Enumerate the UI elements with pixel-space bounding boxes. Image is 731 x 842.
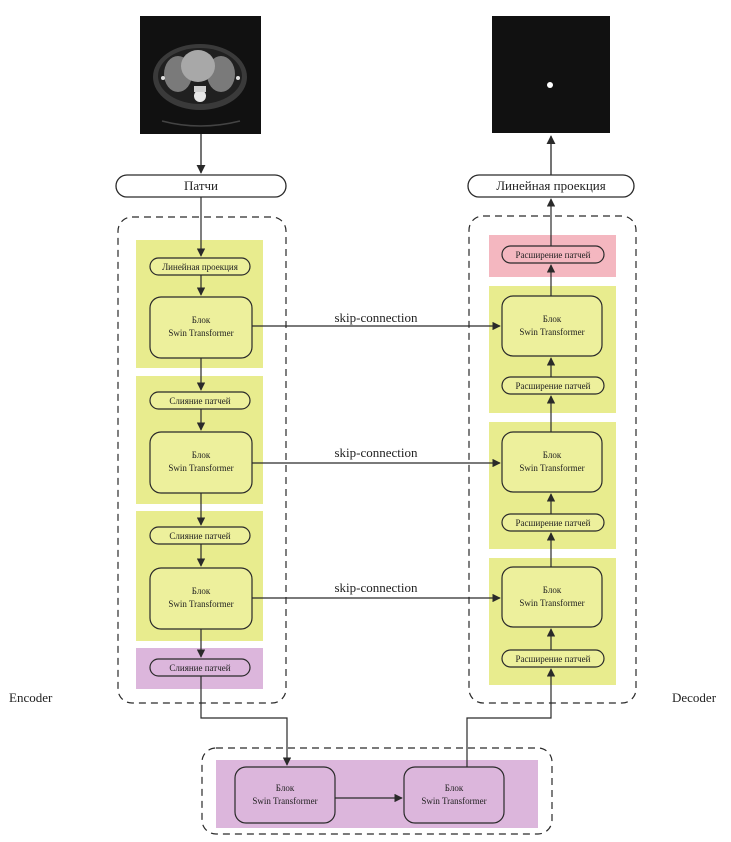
encoder-label: Encoder	[9, 690, 53, 705]
bottleneck-swin-block-2: Блок Swin Transformer	[403, 766, 505, 824]
encoder-merge-2-label: Слияние патчей	[169, 531, 230, 541]
decoder-expand-pill-2: Расширение патчей	[501, 513, 605, 532]
encoder-block-3-title: Блок	[192, 586, 211, 596]
bottleneck-swin-block-1: Блок Swin Transformer	[234, 766, 336, 824]
encoder-swin-block-1: Блок Swin Transformer	[149, 296, 253, 359]
decoder-expand-pill-1: Расширение патчей	[501, 376, 605, 395]
patches-label: Патчи	[184, 178, 218, 193]
encoder-linear-projection-pill: Линейная проекция	[149, 257, 251, 276]
encoder-block-1-subtitle: Swin Transformer	[168, 328, 233, 338]
encoder-merge-1-label: Слияние патчей	[169, 396, 230, 406]
decoder-block-2-subtitle: Swin Transformer	[519, 463, 584, 473]
patches-pill: Патчи	[115, 174, 287, 198]
encoder-block-2-title: Блок	[192, 450, 211, 460]
decoder-expand-3-label: Расширение патчей	[516, 654, 591, 664]
decoder-swin-block-2: Блок Swin Transformer	[501, 431, 603, 493]
skip-connection-arrows[interactable]	[252, 321, 501, 603]
decoder-container	[468, 215, 637, 704]
encoder-block-2-subtitle: Swin Transformer	[168, 463, 233, 473]
decoder-expand-top-label: Расширение патчей	[516, 250, 591, 260]
encoder-container	[117, 216, 287, 704]
input-ct-image	[140, 16, 261, 134]
decoder-label: Decoder	[672, 690, 717, 705]
bottleneck-block-1-title: Блок	[276, 783, 295, 793]
decoder-block-1-title: Блок	[543, 314, 562, 324]
bottleneck-block-2-title: Блок	[445, 783, 464, 793]
skip-connection-label-2: skip-connection	[334, 445, 418, 460]
bottleneck-container	[201, 747, 553, 835]
skip-connection-label-1: skip-connection	[334, 310, 418, 325]
decoder-expand-2-label: Расширение патчей	[516, 518, 591, 528]
bottleneck-block-1-subtitle: Swin Transformer	[252, 796, 317, 806]
top-linear-projection-pill: Линейная проекция	[467, 174, 635, 198]
encoder-block-3-subtitle: Swin Transformer	[168, 599, 233, 609]
encoder-merge-pill-2: Слияние патчей	[149, 526, 251, 545]
decoder-expand-pill-3: Расширение патчей	[501, 649, 605, 668]
decoder-block-1-subtitle: Swin Transformer	[519, 327, 584, 337]
encoder-swin-block-3: Блок Swin Transformer	[149, 567, 253, 630]
encoder-linear-projection-label: Линейная проекция	[162, 262, 238, 272]
decoder-block-3-title: Блок	[543, 585, 562, 595]
decoder-swin-block-1: Блок Swin Transformer	[501, 295, 603, 357]
skip-connection-label-3: skip-connection	[334, 580, 418, 595]
bottleneck-arrows	[200, 668, 556, 803]
encoder-swin-block-2: Блок Swin Transformer	[149, 431, 253, 494]
encoder-merge-3-label: Слияние патчей	[169, 663, 230, 673]
encoder-merge-pill-3: Слияние патчей	[149, 658, 251, 677]
decoder-expand-1-label: Расширение патчей	[516, 381, 591, 391]
encoder-block-1-title: Блок	[192, 315, 211, 325]
output-mask-image	[492, 16, 610, 133]
encoder-merge-pill-1: Слияние патчей	[149, 391, 251, 410]
top-linear-projection-label: Линейная проекция	[496, 178, 606, 193]
decoder-swin-block-3: Блок Swin Transformer	[501, 566, 603, 628]
bottleneck-block-2-subtitle: Swin Transformer	[421, 796, 486, 806]
decoder-expand-pill-top: Расширение патчей	[501, 245, 605, 264]
decoder-block-3-subtitle: Swin Transformer	[519, 598, 584, 608]
decoder-block-2-title: Блок	[543, 450, 562, 460]
